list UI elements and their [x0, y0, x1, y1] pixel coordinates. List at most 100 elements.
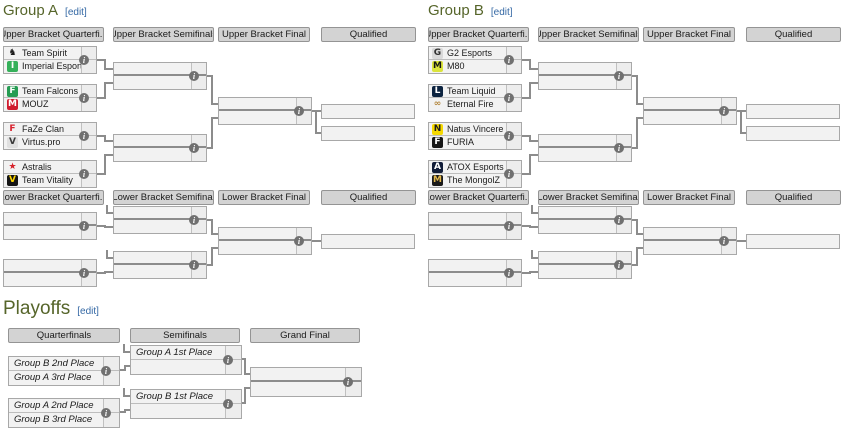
team-name: G2 Esports — [447, 48, 493, 58]
virtus-pro-logo-icon: V — [7, 137, 18, 148]
eternal-fire-logo-icon: ∞ — [433, 99, 442, 109]
match-info-icon[interactable] — [504, 93, 514, 103]
match-info-icon[interactable] — [504, 268, 514, 278]
score-cell — [506, 260, 521, 271]
match-info-icon[interactable] — [614, 71, 624, 81]
empty-team-slot — [114, 63, 206, 76]
header-playoff-quarterfinals: Quarterfinals — [8, 328, 120, 343]
empty-team-slot — [114, 135, 206, 148]
match-info-icon[interactable] — [101, 366, 111, 376]
match-a-ub-sf2 — [113, 134, 207, 162]
team-liquid-logo-icon: L — [432, 85, 443, 97]
header-lb-semifinal: Lower Bracket Semifinal — [538, 190, 639, 205]
empty-team-slot — [644, 98, 736, 111]
match-info-icon[interactable] — [614, 215, 624, 225]
match-info-icon[interactable] — [223, 355, 233, 365]
qualified-slot-a-3 — [321, 234, 415, 249]
match-info-icon[interactable] — [504, 221, 514, 231]
qualified-slot-b-1 — [746, 104, 840, 119]
match-info-icon[interactable] — [343, 377, 353, 387]
match-info-icon[interactable] — [504, 55, 514, 65]
match-info-icon[interactable] — [79, 221, 89, 231]
header-lb-semifinal: Lower Bracket Semifinal — [113, 190, 214, 205]
match-a-lb-qf1 — [3, 212, 97, 240]
team-name: Astralis — [22, 162, 52, 172]
match-a-ub-qf3: F FaZe Clan V Virtus.pro — [3, 122, 97, 150]
group-b-title: Group B — [428, 2, 484, 19]
header-ub-final: Upper Bracket Final — [643, 27, 735, 42]
team-name: ATOX Esports — [447, 162, 504, 172]
empty-team-slot — [539, 207, 631, 220]
qualified-slot-a-2 — [321, 126, 415, 141]
score-cell — [616, 63, 631, 74]
mouz-logo-icon: M — [7, 99, 18, 110]
seed-label: Group B 2nd Place — [14, 358, 95, 369]
group-b-title-row: Group B [edit] — [428, 2, 513, 19]
match-info-icon[interactable] — [189, 260, 199, 270]
faze-clan-logo-icon: F — [9, 123, 16, 134]
playoffs-title-row: Playoffs [edit] — [3, 298, 99, 320]
header-lb-qualified: Qualified — [321, 190, 416, 205]
team-name: Team Vitality — [22, 176, 73, 185]
team-name: Virtus.pro — [22, 138, 61, 147]
match-info-icon[interactable] — [294, 236, 304, 246]
match-info-icon[interactable] — [189, 71, 199, 81]
match-info-icon[interactable] — [79, 169, 89, 179]
match-info-icon[interactable] — [101, 408, 111, 418]
empty-team-slot — [539, 63, 631, 76]
score-cell — [506, 213, 521, 224]
match-info-icon[interactable] — [79, 131, 89, 141]
match-info-icon[interactable] — [504, 131, 514, 141]
group-a-edit-link[interactable]: [edit] — [65, 7, 87, 18]
m80-logo-icon: M — [432, 61, 443, 72]
team-name: Imperial Esports — [22, 62, 88, 71]
group-a-title: Group A — [3, 2, 59, 19]
team-name: The MongolZ — [447, 176, 501, 185]
header-lb-quarterfinals: Lower Bracket Quarterfi... — [3, 190, 104, 205]
match-info-icon[interactable] — [79, 268, 89, 278]
match-info-icon[interactable] — [719, 106, 729, 116]
match-b-ub-sf1 — [538, 62, 632, 90]
match-info-icon[interactable] — [504, 169, 514, 179]
qualified-slot-a-1 — [321, 104, 415, 119]
team-name: MOUZ — [22, 100, 49, 109]
team-spirit-logo-icon: ♞ — [8, 47, 17, 58]
team-name: Team Liquid — [447, 86, 496, 96]
match-info-icon[interactable] — [223, 399, 233, 409]
score-cell — [81, 213, 96, 224]
playoffs-title: Playoffs — [3, 298, 71, 319]
match-info-icon[interactable] — [614, 143, 624, 153]
g2-esports-logo-icon: G — [432, 47, 443, 59]
match-info-icon[interactable] — [189, 143, 199, 153]
match-b-ub-qf2: L Team Liquid ∞ Eternal Fire — [428, 84, 522, 112]
playoffs-section: Playoffs [edit] Quarterfinals Semifinals… — [0, 296, 425, 435]
match-info-icon[interactable] — [79, 55, 89, 65]
team-name: FaZe Clan — [22, 124, 65, 134]
qualified-slot-b-2 — [746, 126, 840, 141]
score-cell — [296, 98, 311, 109]
score-cell — [81, 260, 96, 271]
match-a-ub-qf4: ★ Astralis V Team Vitality — [3, 160, 97, 188]
furia-logo-icon: F — [432, 137, 443, 148]
header-ub-quarterfinals: Upper Bracket Quarterfi... — [3, 27, 104, 42]
match-a-ub-final — [218, 97, 312, 125]
score-cell — [191, 252, 206, 263]
match-info-icon[interactable] — [79, 93, 89, 103]
bracket-connectors — [97, 59, 321, 274]
header-ub-semifinals: Upper Bracket Semifinals — [113, 27, 214, 42]
group-b-edit-link[interactable]: [edit] — [490, 7, 513, 18]
header-ub-final: Upper Bracket Final — [218, 27, 310, 42]
score-cell — [191, 135, 206, 146]
match-info-icon[interactable] — [189, 215, 199, 225]
score-cell — [616, 135, 631, 146]
match-b-ub-qf1: G G2 Esports M M80 — [428, 46, 522, 74]
match-playoff-qf1: Group B 2nd Place Group A 3rd Place — [8, 356, 120, 386]
playoffs-edit-link[interactable]: [edit] — [77, 306, 99, 317]
match-playoff-grand-final — [250, 367, 362, 397]
empty-team-slot — [219, 228, 311, 241]
match-info-icon[interactable] — [294, 106, 304, 116]
match-b-ub-final — [643, 97, 737, 125]
match-info-icon[interactable] — [719, 236, 729, 246]
seed-label: Group A 3rd Place — [14, 373, 92, 383]
match-info-icon[interactable] — [614, 260, 624, 270]
